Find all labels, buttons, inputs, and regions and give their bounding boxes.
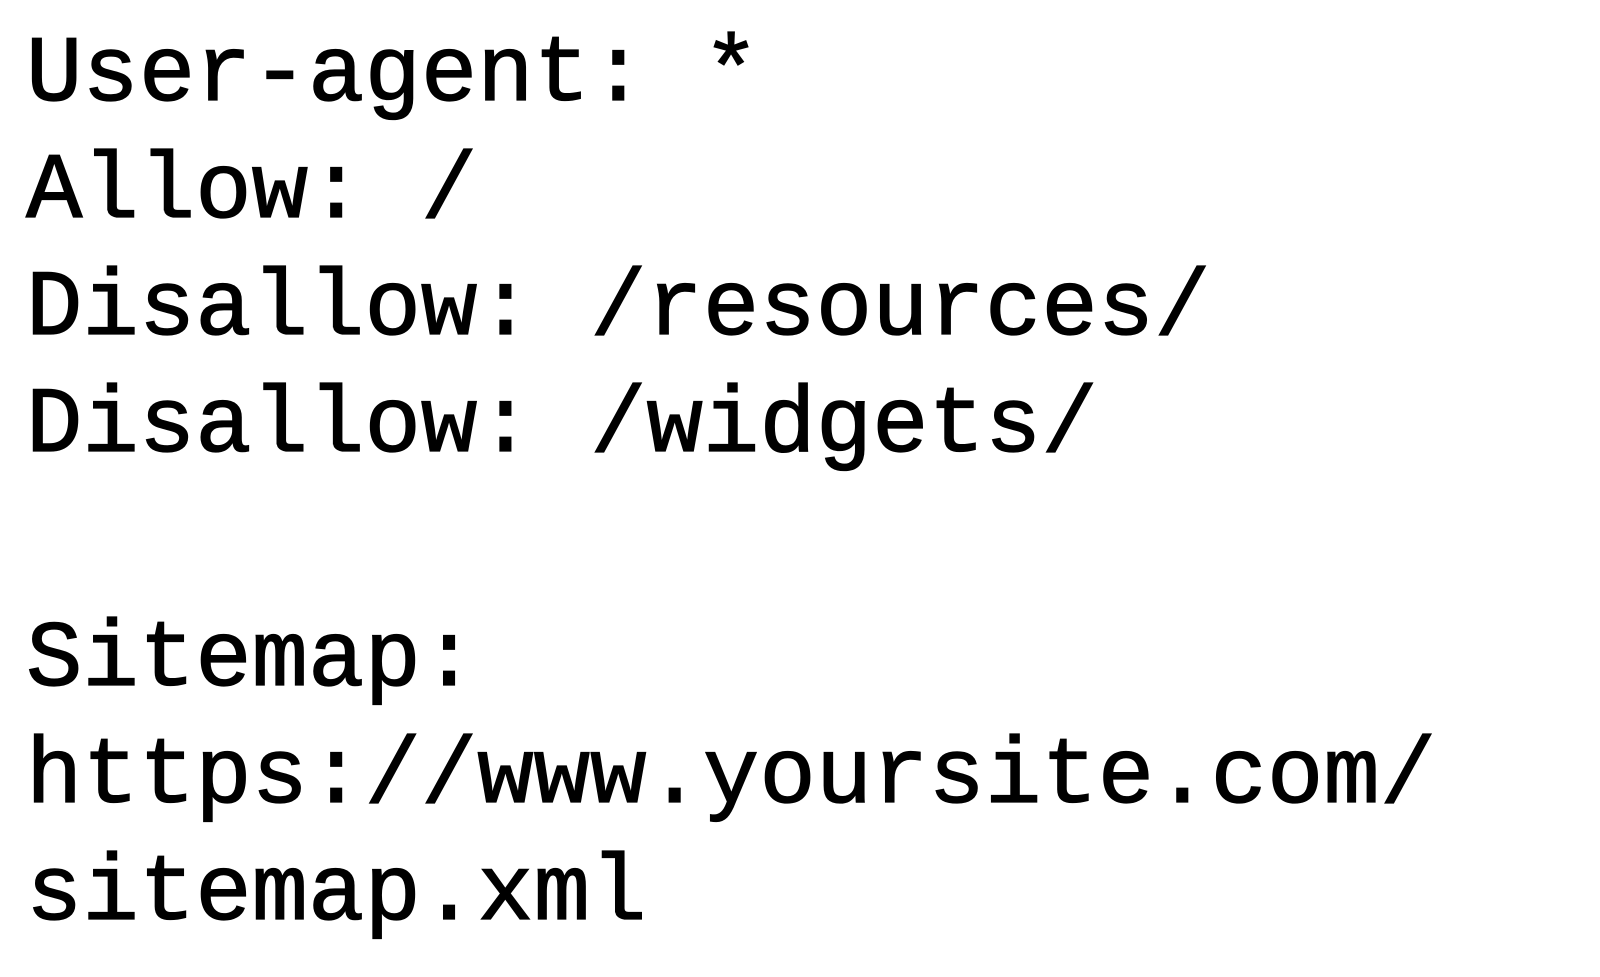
disallow-resources-directive: Disallow: /resources/ — [25, 256, 1211, 363]
disallow-widgets-directive: Disallow: /widgets/ — [25, 373, 1098, 480]
blank-line — [26, 486, 1600, 603]
sitemap-url-part-2: sitemap.xml — [25, 841, 647, 948]
sitemap-url-part-1: https://www.yoursite.com/ — [25, 724, 1437, 831]
user-agent-directive: User-agent: * — [25, 22, 760, 129]
sitemap-label: Sitemap: — [25, 607, 478, 714]
allow-directive: Allow: / — [25, 139, 478, 246]
